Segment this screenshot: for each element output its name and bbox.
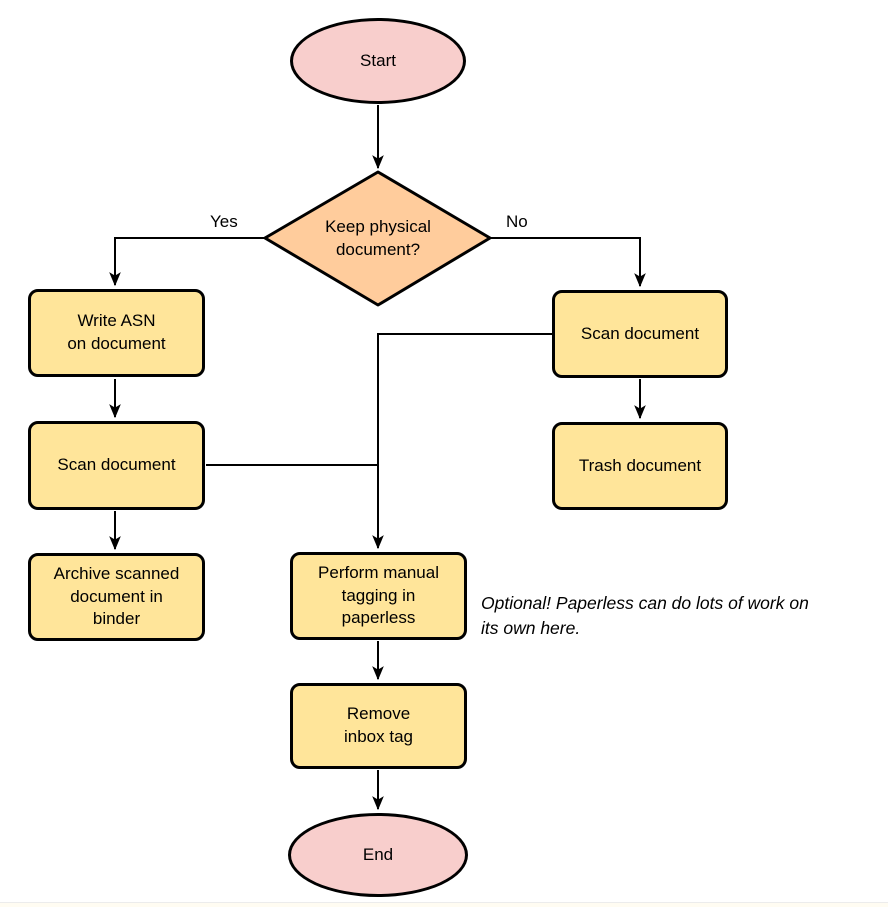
node-end: End — [288, 813, 468, 897]
node-write-asn-label: Write ASN on document — [67, 311, 166, 353]
node-archive-document: Archive scanned document in binder — [28, 553, 205, 641]
node-scan-document-left-label: Scan document — [57, 455, 176, 475]
edge-scan-right-to-tagging — [372, 333, 552, 550]
node-trash-document-label: Trash document — [578, 455, 702, 475]
node-end-label: End — [362, 844, 394, 864]
edge-label-yes: Yes — [210, 212, 238, 231]
node-scan-document-right: Scan document — [552, 290, 728, 378]
node-manual-tagging: Perform manual tagging in paperless — [290, 552, 467, 640]
node-scan-document-right-label: Scan document — [580, 323, 700, 343]
node-trash-document: Trash document — [552, 422, 728, 510]
edge-decision-yes-to-write-asn — [109, 237, 265, 287]
node-remove-inbox-tag-label: Remove inbox tag — [344, 704, 413, 746]
node-manual-tagging-label: Perform manual tagging in paperless — [318, 562, 439, 628]
edge-label-no: No — [506, 212, 528, 231]
node-archive-document-label: Archive scanned document in binder — [53, 563, 180, 629]
optional-note: Optional! Paperless can do lots of work … — [481, 593, 809, 638]
node-write-asn: Write ASN on document — [28, 289, 205, 377]
node-decision: Keep physical document? — [288, 208, 468, 270]
node-remove-inbox-tag: Remove inbox tag — [290, 683, 467, 769]
page-bottom-strip — [0, 902, 888, 907]
edge-decision-no-to-scan-right — [490, 237, 646, 288]
node-decision-label: Keep physical document? — [325, 217, 431, 259]
node-start: Start — [290, 18, 466, 104]
node-start-label: Start — [360, 50, 396, 70]
node-scan-document-left: Scan document — [28, 421, 205, 510]
decision-diamond-shape — [263, 170, 492, 307]
